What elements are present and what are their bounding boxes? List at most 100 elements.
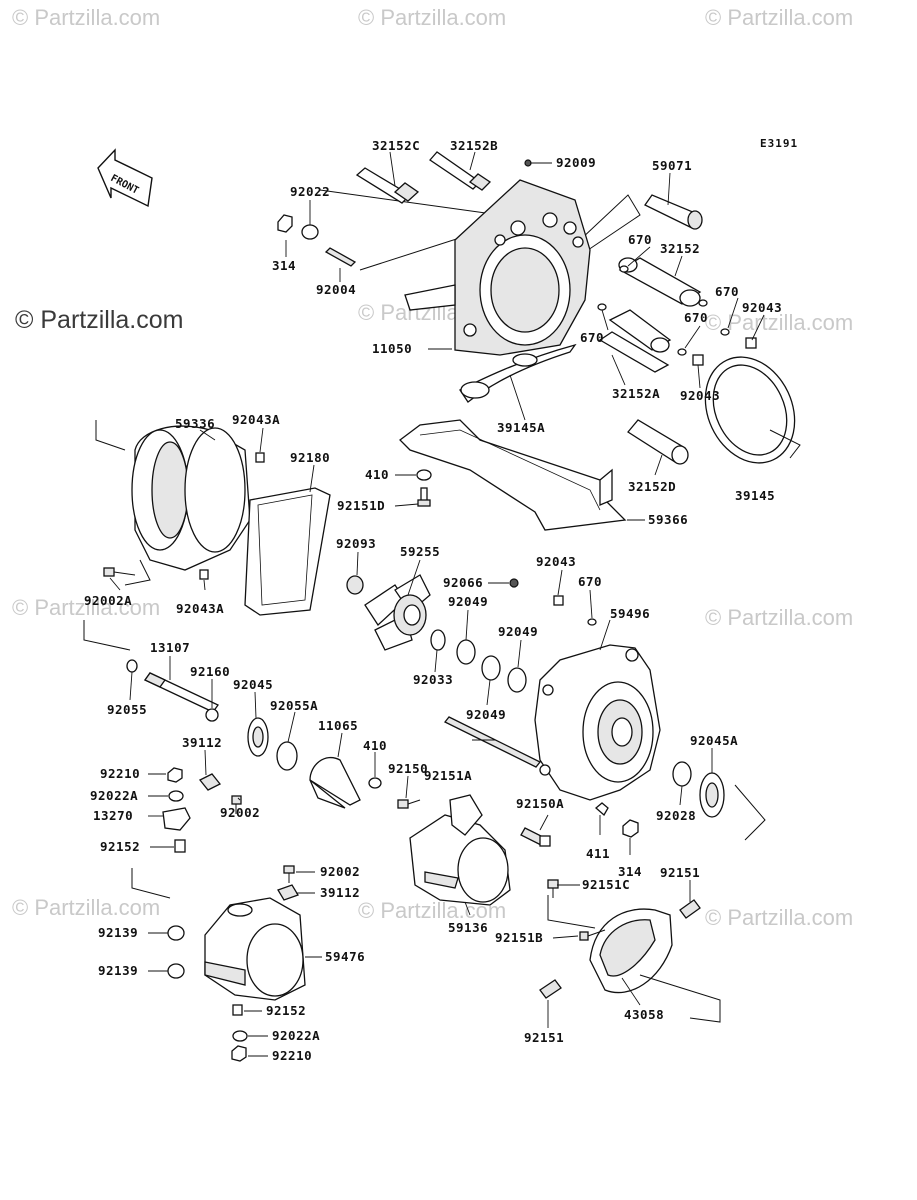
label-92066[interactable]: 92066 (443, 575, 483, 590)
label-92150a[interactable]: 92150A (516, 796, 564, 811)
label-59366[interactable]: 59366 (648, 512, 688, 527)
label-314-top[interactable]: 314 (272, 258, 296, 273)
label-670-b[interactable]: 670 (715, 284, 739, 299)
label-92151a[interactable]: 92151A (424, 768, 472, 783)
bearing-92045 (247, 717, 269, 757)
washer-411 (594, 802, 609, 817)
dowel-92043a-bottom (199, 569, 209, 580)
shaft-32152b (429, 151, 492, 191)
label-11050[interactable]: 11050 (372, 341, 412, 356)
label-59496[interactable]: 59496 (610, 606, 650, 621)
label-670-a[interactable]: 670 (628, 232, 652, 247)
label-92043a-top[interactable]: 92043A (232, 412, 280, 427)
oring-670-c (720, 328, 730, 336)
label-11065[interactable]: 11065 (318, 718, 358, 733)
label-92210-top[interactable]: 92210 (100, 766, 140, 781)
label-411[interactable]: 411 (586, 846, 610, 861)
ride-plate-59366 (399, 419, 627, 531)
label-32152c[interactable]: 32152C (372, 138, 420, 153)
label-92139-a[interactable]: 92139 (98, 925, 138, 940)
label-92152-bottom[interactable]: 92152 (266, 1003, 306, 1018)
label-92022a-bottom[interactable]: 92022A (272, 1028, 320, 1043)
reverse-bucket-59476 (131, 868, 306, 1001)
label-92004[interactable]: 92004 (316, 282, 356, 297)
plug-92066 (509, 578, 519, 588)
stud-92151a (443, 716, 542, 768)
label-92139-b[interactable]: 92139 (98, 963, 138, 978)
label-92055[interactable]: 92055 (107, 702, 147, 717)
bolt-92151b (579, 929, 606, 941)
oring-670-b (698, 299, 708, 307)
label-410-top[interactable]: 410 (365, 467, 389, 482)
bushing-92043-b (692, 354, 704, 366)
label-92160[interactable]: 92160 (190, 664, 230, 679)
ring-43058 (547, 895, 721, 1023)
label-314-bottom[interactable]: 314 (618, 864, 642, 879)
bolt-92151d (417, 487, 431, 507)
label-39145a[interactable]: 39145A (497, 420, 545, 435)
label-39112-bottom[interactable]: 39112 (320, 885, 360, 900)
label-92022[interactable]: 92022 (290, 184, 330, 199)
label-92009[interactable]: 92009 (556, 155, 596, 170)
label-92043-c[interactable]: 92043 (536, 554, 576, 569)
bearing-92045a (699, 772, 766, 841)
label-39145[interactable]: 39145 (735, 488, 775, 503)
label-92049-b[interactable]: 92049 (498, 624, 538, 639)
impeller-59255 (364, 574, 431, 651)
label-92049-c[interactable]: 92049 (466, 707, 506, 722)
label-92033[interactable]: 92033 (413, 672, 453, 687)
lever-39112-top (198, 773, 222, 791)
label-32152b[interactable]: 32152B (450, 138, 498, 153)
label-670-c[interactable]: 670 (684, 310, 708, 325)
label-92002a[interactable]: 92002A (84, 593, 132, 608)
stud-92004 (324, 247, 357, 267)
nut-314-top (277, 214, 293, 233)
label-43058[interactable]: 43058 (624, 1007, 664, 1022)
watermark-left-logo: © Partzilla.com (15, 306, 183, 334)
label-92043-a[interactable]: 92043 (742, 300, 782, 315)
label-92151d[interactable]: 92151D (337, 498, 385, 513)
label-92045a[interactable]: 92045A (690, 733, 738, 748)
label-92151b[interactable]: 92151B (495, 930, 543, 945)
label-92151c[interactable]: 92151C (582, 877, 630, 892)
label-670-e[interactable]: 670 (578, 574, 602, 589)
label-92055a[interactable]: 92055A (270, 698, 318, 713)
label-32152[interactable]: 32152 (660, 241, 700, 256)
label-59071[interactable]: 59071 (652, 158, 692, 173)
label-59136[interactable]: 59136 (448, 920, 488, 935)
label-92180[interactable]: 92180 (290, 450, 330, 465)
label-39112-top[interactable]: 39112 (182, 735, 222, 750)
label-92028[interactable]: 92028 (656, 808, 696, 823)
label-59476[interactable]: 59476 (325, 949, 365, 964)
label-92093[interactable]: 92093 (336, 536, 376, 551)
label-92152-top[interactable]: 92152 (100, 839, 140, 854)
front-arrow-icon: FRONT (97, 148, 153, 208)
washer-92022a-top (168, 790, 184, 802)
bolt-92151-right (679, 899, 701, 919)
label-13107[interactable]: 13107 (150, 640, 190, 655)
nozzle-59136 (409, 794, 511, 906)
bolt-92150 (397, 799, 421, 809)
label-92210-bottom[interactable]: 92210 (272, 1048, 312, 1063)
label-59255[interactable]: 59255 (400, 544, 440, 559)
label-92150[interactable]: 92150 (388, 761, 428, 776)
label-92002-a[interactable]: 92002 (220, 805, 260, 820)
label-92022a-top[interactable]: 92022A (90, 788, 138, 803)
label-92043a-bottom[interactable]: 92043A (176, 601, 224, 616)
label-92002-b[interactable]: 92002 (320, 864, 360, 879)
label-92043-b[interactable]: 92043 (680, 388, 720, 403)
label-92049-a[interactable]: 92049 (448, 594, 488, 609)
label-32152d[interactable]: 32152D (628, 479, 676, 494)
label-410-bottom[interactable]: 410 (363, 738, 387, 753)
watermark-top-center: © Partzilla.com (358, 5, 506, 30)
label-92151-right[interactable]: 92151 (660, 865, 700, 880)
washer-92049-c (507, 667, 527, 693)
label-92151-bottom[interactable]: 92151 (524, 1030, 564, 1045)
label-13270[interactable]: 13270 (93, 808, 133, 823)
label-32152a[interactable]: 32152A (612, 386, 660, 401)
label-92045[interactable]: 92045 (233, 677, 273, 692)
label-59336[interactable]: 59336 (175, 416, 215, 431)
diagram-code: E3191 (760, 137, 798, 150)
bolt-92002-b (283, 865, 295, 883)
label-670-d[interactable]: 670 (580, 330, 604, 345)
